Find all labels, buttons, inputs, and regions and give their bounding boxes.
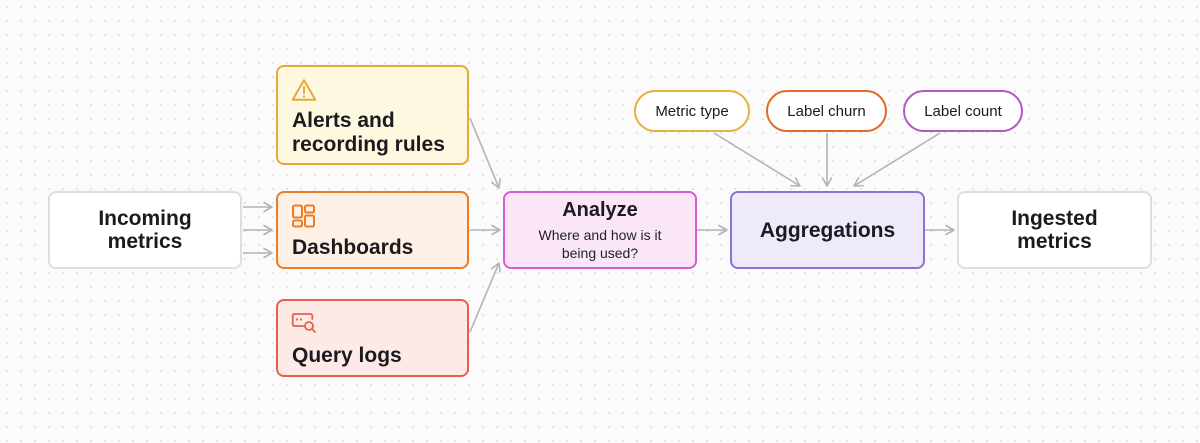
query-logs-label: Query logs (292, 344, 402, 367)
label-churn-label: Label churn (787, 102, 866, 120)
label-count-pill: Label count (903, 90, 1023, 132)
ingested-metrics-label: Ingested metrics (1011, 207, 1098, 253)
label-count-label: Label count (924, 102, 1002, 120)
incoming-metrics-label: Incoming metrics (98, 207, 192, 253)
analyze-subtitle: Where and how is it being used? (538, 226, 662, 261)
arrow-metrictype-to-aggregations (713, 132, 801, 187)
metric-type-pill: Metric type (634, 90, 750, 132)
metric-type-label: Metric type (655, 102, 729, 120)
dashboards-node: Dashboards (276, 191, 469, 269)
arrow-alerts-to-analyze (469, 117, 501, 189)
dashboards-label: Dashboards (292, 236, 414, 259)
analyze-node: Analyze Where and how is it being used? (503, 191, 697, 269)
alerts-node: Alerts and recording rules (276, 65, 469, 165)
ingested-metrics-node: Ingested metrics (957, 191, 1152, 269)
incoming-metrics-node: Incoming metrics (48, 191, 242, 269)
label-churn-pill: Label churn (766, 90, 887, 132)
aggregations-label: Aggregations (759, 218, 896, 242)
dashboard-grid-icon (291, 204, 317, 233)
arrow-labelcount-to-aggregations (853, 132, 941, 187)
alerts-label: Alerts and recording rules (292, 109, 445, 156)
warning-triangle-icon (291, 78, 317, 107)
arrow-querylogs-to-analyze (469, 262, 501, 333)
aggregations-node: Aggregations (730, 191, 925, 269)
search-log-icon (291, 312, 317, 339)
analyze-title: Analyze (562, 198, 638, 221)
query-logs-node: Query logs (276, 299, 469, 377)
